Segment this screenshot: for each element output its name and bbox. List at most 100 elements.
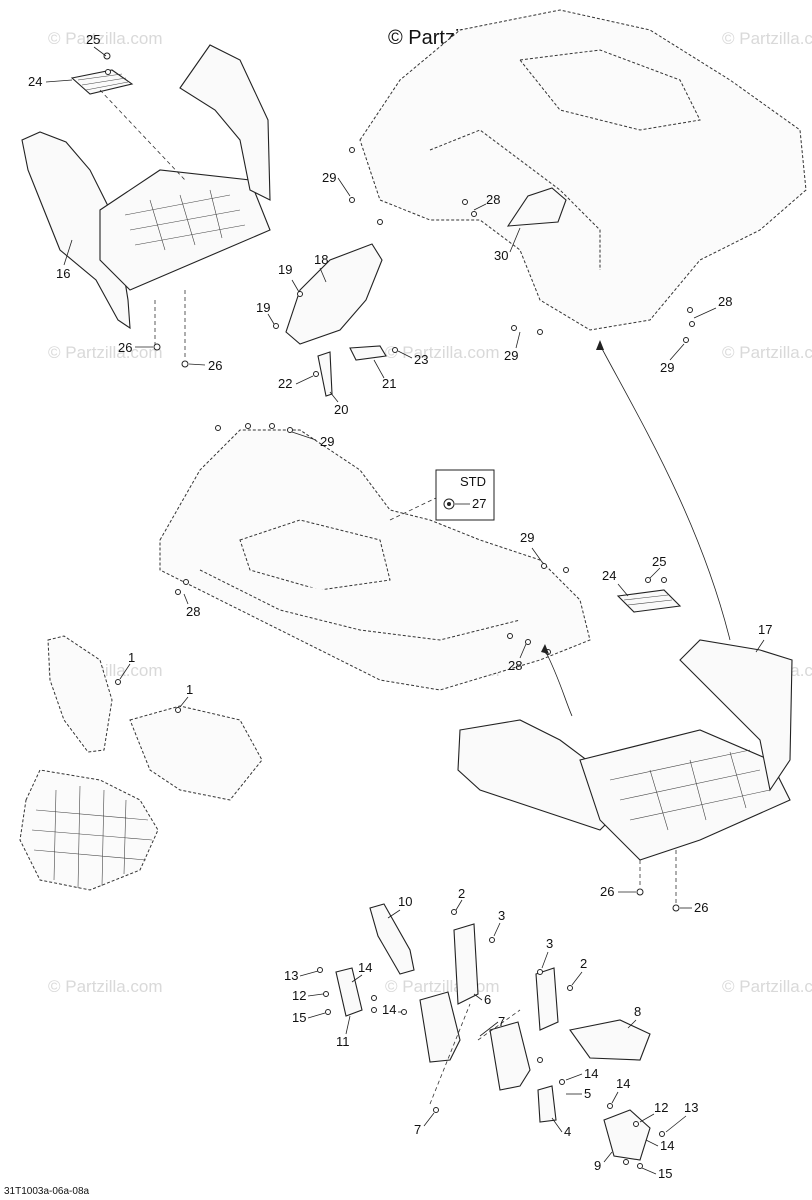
watermark: © Partzilla.com <box>722 29 812 48</box>
callouts-middle: 29 STD 27 28 29 28 <box>183 431 543 673</box>
callout-8: 8 <box>634 1004 641 1019</box>
support-6 <box>453 923 479 1005</box>
right-footrest-assembly <box>457 577 793 912</box>
callout-29: 29 <box>520 530 534 545</box>
callout-26: 26 <box>118 340 132 355</box>
callout-29: 29 <box>322 170 336 185</box>
callout-27: 27 <box>472 496 486 511</box>
watermark: © Partzilla.com <box>48 343 163 362</box>
support-right <box>535 967 559 1031</box>
std-box <box>435 469 495 521</box>
footrest-17-floor <box>579 729 791 861</box>
callout-16: 16 <box>56 266 70 281</box>
callout-12: 12 <box>654 1100 668 1115</box>
callout-24: 24 <box>602 568 616 583</box>
callout-7: 7 <box>498 1014 505 1029</box>
footrest-16-guard <box>179 44 271 201</box>
callout-14: 14 <box>358 960 372 975</box>
callout-18: 18 <box>314 252 328 267</box>
hardware-points <box>317 909 665 1169</box>
callout-7: 7 <box>414 1122 421 1137</box>
callout-14: 14 <box>616 1076 630 1091</box>
callout-17: 17 <box>758 622 772 637</box>
callout-9: 9 <box>594 1158 601 1173</box>
headlight-panel-right <box>129 705 263 801</box>
rear-fender-assembly <box>349 9 807 641</box>
callout-2: 2 <box>458 886 465 901</box>
bracket-9 <box>603 1109 651 1161</box>
footrest-16-floor <box>99 169 271 291</box>
callout-29: 29 <box>320 434 334 449</box>
watermark: © Partzilla.com <box>722 977 812 996</box>
footrest-rail-24 <box>616 589 682 613</box>
headlight-panel-left <box>47 635 113 753</box>
callout-26: 26 <box>208 358 222 373</box>
callouts-top-left: 25 24 16 26 26 <box>28 32 222 373</box>
callout-3: 3 <box>498 908 505 923</box>
grille-mesh <box>31 785 153 889</box>
callout-25: 25 <box>652 554 666 569</box>
bracket-11 <box>335 967 363 1017</box>
bracket-assembly-18 <box>273 243 398 397</box>
callout-6: 6 <box>484 992 491 1007</box>
callout-2: 2 <box>580 956 587 971</box>
footrest-17-guard <box>679 639 793 792</box>
callout-28: 28 <box>486 192 500 207</box>
callout-3: 3 <box>546 936 553 951</box>
bracket-10 <box>369 903 415 975</box>
callout-26: 26 <box>600 884 614 899</box>
callout-14: 14 <box>584 1066 598 1081</box>
bracket-8 <box>569 1019 651 1061</box>
callout-24: 24 <box>28 74 42 89</box>
callout-26: 26 <box>694 900 708 915</box>
callout-20: 20 <box>334 402 348 417</box>
assembly-arrow <box>599 344 731 641</box>
callout-29: 29 <box>660 360 674 375</box>
callout-14: 14 <box>660 1138 674 1153</box>
rear-fender-rack-well <box>519 49 701 131</box>
callout-11: 11 <box>336 1034 350 1049</box>
clip-21 <box>349 345 387 361</box>
watermark: © Partzilla.com <box>48 977 163 996</box>
callout-15: 15 <box>292 1010 306 1025</box>
diagram-reference-code: 31T1003a-06a-08a <box>4 1186 90 1197</box>
front-grille <box>19 769 159 891</box>
callout-28: 28 <box>186 604 200 619</box>
left-footrest-assembly <box>21 44 271 368</box>
callout-28: 28 <box>508 658 522 673</box>
rear-fender <box>359 9 807 331</box>
callout-19: 19 <box>278 262 292 277</box>
callout-12: 12 <box>292 988 306 1003</box>
callout-15: 15 <box>658 1166 672 1181</box>
tool-box-cover-30 <box>506 187 567 227</box>
bracket-18 <box>285 243 383 345</box>
callouts-top-right: 29 28 30 28 29 29 <box>322 170 732 375</box>
callouts-bracket: 18 19 19 22 20 21 23 <box>256 252 428 417</box>
callout-5: 5 <box>584 1086 591 1101</box>
callouts-right-footrest: 25 24 17 26 26 <box>600 554 772 915</box>
rear-fender-wheel-arch <box>429 129 601 270</box>
watermark: © Partzilla.com <box>48 29 163 48</box>
footrest-16-mudguard <box>21 131 131 330</box>
tube-mount-right <box>489 1021 531 1091</box>
front-fender-storage <box>239 519 391 591</box>
callouts-grille: 1 1 <box>119 650 193 708</box>
callout-25: 25 <box>86 32 100 47</box>
callout-1: 1 <box>186 682 193 697</box>
callout-23: 23 <box>414 352 428 367</box>
front-bumper-bracket-assembly <box>317 903 665 1169</box>
callout-13: 13 <box>284 968 298 983</box>
callout-4: 4 <box>564 1124 571 1139</box>
callout-30: 30 <box>494 248 508 263</box>
watermark: © Partzilla.com <box>385 343 500 362</box>
watermark: © Partzilla.com <box>722 343 812 362</box>
front-fender-assembly <box>159 423 591 691</box>
callout-13: 13 <box>684 1100 698 1115</box>
bolt-4 <box>537 1085 557 1123</box>
callout-10: 10 <box>398 894 412 909</box>
front-fender-edge <box>199 569 521 641</box>
callout-29: 29 <box>504 348 518 363</box>
callout-std: STD <box>460 474 486 489</box>
